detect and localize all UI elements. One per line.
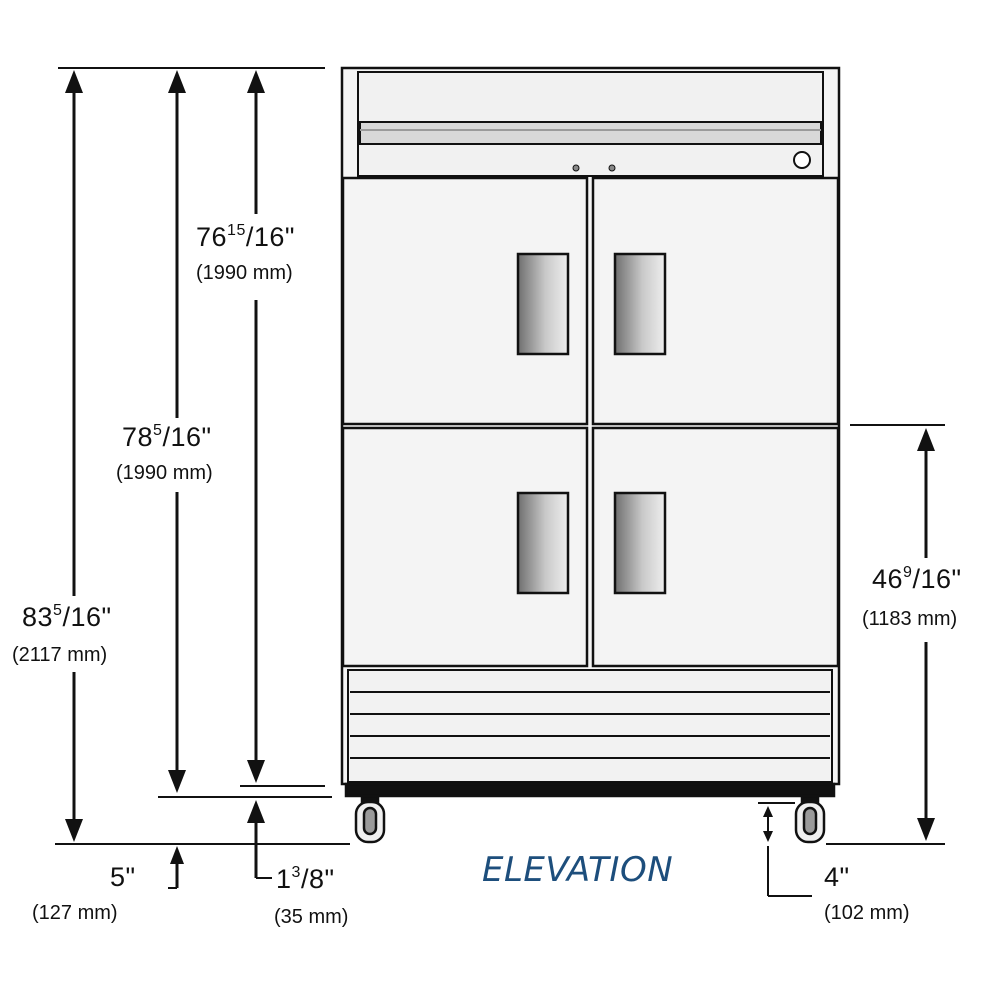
temperature-dial [793, 151, 811, 169]
base-rail [344, 782, 836, 798]
metric-base-rail: (35 mm) [274, 906, 349, 928]
label-overall-height: 835/16" [22, 602, 112, 632]
dim-line-cabinet-height [168, 70, 186, 793]
handle-bottom-right [613, 491, 667, 595]
elevation-title: ELEVATION [482, 850, 674, 890]
metric-lower-door-height: (1183 mm) [862, 608, 958, 630]
dim-line-door-section [247, 70, 265, 783]
caster-left [354, 794, 386, 844]
metric-cabinet-height: (1990 mm) [116, 462, 213, 484]
handle-bottom-left [516, 491, 570, 595]
top-vent-bar [359, 121, 822, 145]
label-lower-door-height: 469/16" [872, 564, 962, 594]
caster-right [794, 794, 826, 844]
metric-door-section-height: (1990 mm) [196, 262, 293, 284]
door-bottom-right [591, 426, 840, 668]
dim-line-clearance [763, 806, 812, 897]
dim-line-base-rail [247, 800, 272, 879]
handle-top-right [613, 252, 667, 356]
handle-top-left [516, 252, 570, 356]
label-door-section-height: 7615/16" [196, 222, 295, 252]
label-clearance: 4" [824, 862, 850, 892]
label-base-rail: 13/8" [276, 864, 335, 894]
dim-line-overall-height [65, 70, 83, 842]
label-caster-height: 5" [110, 862, 136, 892]
metric-overall-height: (2117 mm) [12, 644, 108, 666]
label-cabinet-height: 785/16" [122, 422, 212, 452]
metric-clearance: (102 mm) [824, 902, 910, 924]
metric-caster-height: (127 mm) [32, 902, 118, 924]
indicator-light-2 [608, 164, 616, 172]
dim-line-caster-height [168, 846, 184, 889]
bottom-grille [347, 669, 833, 783]
dim-line-lower-door [917, 428, 935, 841]
refrigerator [340, 66, 841, 798]
indicator-light-1 [572, 164, 580, 172]
